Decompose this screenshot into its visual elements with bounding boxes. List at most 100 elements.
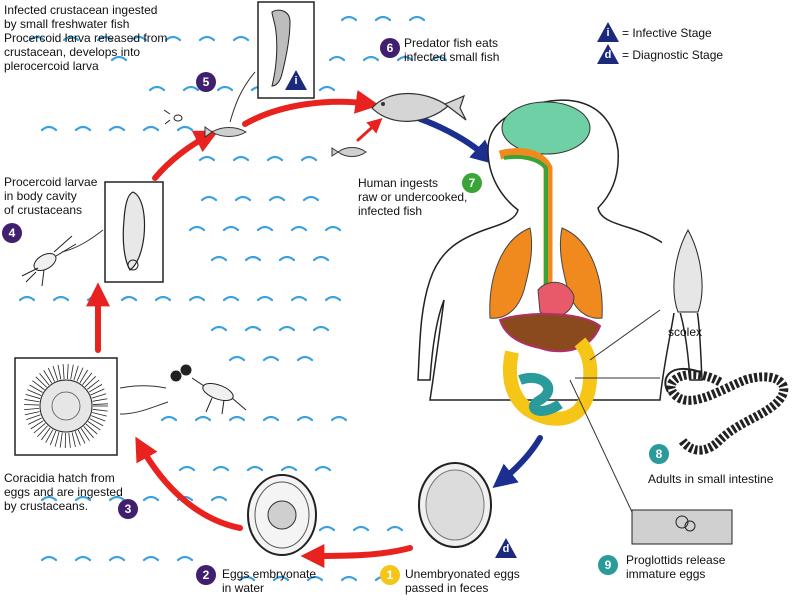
cilium bbox=[88, 384, 103, 393]
cilium bbox=[92, 398, 108, 402]
wave bbox=[374, 15, 392, 22]
wave bbox=[142, 495, 160, 502]
crustacean-3 bbox=[170, 364, 247, 415]
procercoid-larva-box bbox=[104, 181, 164, 283]
proglottid-box bbox=[631, 509, 733, 545]
cilium bbox=[77, 429, 86, 444]
cilium bbox=[29, 384, 43, 393]
wave bbox=[40, 495, 58, 502]
pointer-line-5 bbox=[229, 71, 256, 123]
cilium bbox=[83, 426, 94, 438]
wave bbox=[318, 85, 336, 92]
wave bbox=[216, 85, 234, 92]
cilium bbox=[37, 425, 48, 437]
predator-fish bbox=[371, 92, 467, 122]
cilium bbox=[82, 372, 93, 385]
wave bbox=[232, 35, 250, 42]
step-3-badge: 3 bbox=[118, 499, 138, 519]
wave bbox=[340, 15, 358, 22]
cilium bbox=[68, 432, 71, 448]
wave bbox=[280, 465, 298, 472]
wave bbox=[314, 465, 332, 472]
cilium bbox=[92, 403, 108, 405]
wave bbox=[262, 355, 280, 362]
wave bbox=[74, 125, 92, 132]
cilium bbox=[39, 373, 50, 386]
cilium bbox=[24, 404, 40, 406]
step-7-badge: 7 bbox=[462, 173, 482, 193]
wave bbox=[188, 295, 206, 302]
legend-infective-text: = Infective Stage bbox=[622, 26, 712, 40]
step-3-label: Coracidia hatch from eggs and are ingest… bbox=[4, 471, 123, 513]
cilium bbox=[40, 427, 51, 441]
wave bbox=[40, 555, 58, 562]
step-9-badge: 9 bbox=[598, 555, 618, 575]
wave bbox=[430, 55, 448, 62]
step-2-label: Eggs embryonate in water bbox=[222, 567, 317, 595]
wave bbox=[178, 465, 196, 472]
wave bbox=[198, 35, 216, 42]
wave bbox=[396, 55, 414, 62]
wave bbox=[212, 465, 230, 472]
cilium bbox=[80, 428, 90, 442]
step-6-label: Predator fish eats infected small fish bbox=[404, 36, 500, 64]
wave bbox=[176, 555, 194, 562]
wave bbox=[312, 255, 330, 262]
wave bbox=[312, 325, 330, 332]
cilium bbox=[87, 379, 100, 390]
wave bbox=[268, 195, 286, 202]
wave bbox=[18, 295, 36, 302]
wave bbox=[256, 225, 274, 232]
wave bbox=[228, 415, 246, 422]
wave bbox=[244, 255, 262, 262]
step-4-badge: 4 bbox=[2, 223, 22, 243]
legend-diagnostic-text: = Diagnostic Stage bbox=[622, 48, 724, 62]
crustacean-small bbox=[163, 109, 183, 125]
wave bbox=[200, 195, 218, 202]
wave bbox=[296, 355, 314, 362]
wave bbox=[210, 255, 228, 262]
pointer-line-3 bbox=[119, 385, 169, 415]
wave bbox=[28, 35, 46, 42]
arrow-2-to-3 bbox=[135, 436, 243, 531]
wave bbox=[278, 325, 296, 332]
small-fish-2 bbox=[331, 147, 367, 157]
egg-embryonated bbox=[247, 474, 317, 556]
step-4-label: Procercoid larvae in body cavity of crus… bbox=[4, 175, 98, 217]
step-5-label: Infected crustacean ingested by small fr… bbox=[4, 3, 168, 73]
cilium bbox=[92, 412, 107, 417]
wave bbox=[142, 555, 160, 562]
arrow-human-to-1 bbox=[492, 435, 543, 488]
wave bbox=[40, 125, 58, 132]
step-2-badge: 2 bbox=[196, 565, 216, 585]
scolex-box bbox=[662, 225, 714, 313]
cilium bbox=[91, 415, 106, 422]
wave bbox=[198, 155, 216, 162]
step-7-label: Human ingests raw or undercooked, infect… bbox=[358, 176, 468, 218]
cilium bbox=[49, 430, 57, 446]
cilium bbox=[24, 399, 40, 403]
wave bbox=[188, 225, 206, 232]
wave bbox=[352, 525, 370, 532]
cilium bbox=[90, 388, 105, 396]
cilium bbox=[43, 370, 53, 384]
human-figure bbox=[417, 99, 703, 426]
wave bbox=[272, 575, 290, 582]
wave bbox=[96, 35, 114, 42]
wave bbox=[210, 325, 228, 332]
infective-stage-icon: i bbox=[597, 22, 619, 42]
wave bbox=[278, 255, 296, 262]
arrow-6-to-7 bbox=[415, 115, 496, 165]
cilium bbox=[73, 365, 79, 381]
wave bbox=[408, 15, 426, 22]
cilium bbox=[35, 376, 47, 388]
wave bbox=[290, 295, 308, 302]
wave bbox=[182, 85, 200, 92]
wave bbox=[52, 295, 70, 302]
crustacean-4 bbox=[21, 235, 77, 287]
wave bbox=[340, 575, 358, 582]
small-fish bbox=[204, 126, 247, 138]
wave bbox=[154, 295, 172, 302]
wave bbox=[246, 465, 264, 472]
